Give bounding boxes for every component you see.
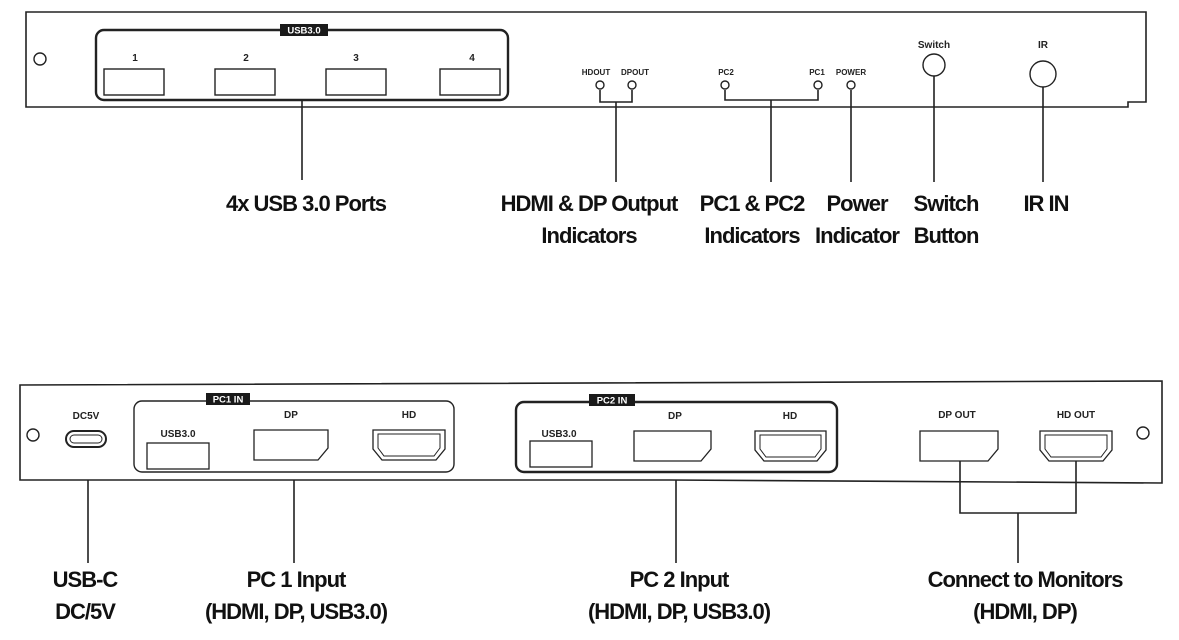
pc2-dp-port — [633, 430, 712, 462]
pc-indicators-callout: Indicators — [704, 223, 800, 248]
dpout-led-icon — [627, 80, 637, 90]
led-label-power: POWER — [836, 68, 866, 77]
ir-label: IR — [1038, 40, 1049, 51]
front-panel: USB3.0 1 2 3 4 HDOUT DPOUT PC2 PC1 POWER… — [25, 11, 1147, 108]
pc1-group-label: PC1 IN — [213, 395, 244, 406]
led-label-hdout: HDOUT — [582, 68, 611, 77]
mounting-hole-left-icon — [26, 428, 40, 442]
pc2-led-icon — [720, 80, 730, 90]
pc1-input-callout: PC 1 Input — [247, 567, 347, 592]
dc-label: DC5V — [73, 411, 100, 422]
led-label-pc1: PC1 — [809, 68, 825, 77]
led-label-pc2: PC2 — [718, 68, 734, 77]
hdout-led-icon — [595, 80, 605, 90]
usb-port-1 — [103, 68, 165, 96]
pc1-dp-label: DP — [284, 410, 298, 421]
usb-port-4 — [439, 68, 501, 96]
power-led-icon — [846, 80, 856, 90]
pc1-hd-label: HD — [402, 410, 416, 421]
front-leader-lines — [301, 76, 1044, 182]
usb-group-tag — [280, 24, 328, 36]
output-indicators-callout: Indicators — [541, 223, 637, 248]
mounting-hole-right-icon — [1136, 426, 1150, 440]
rear-leader-lines — [87, 461, 1077, 563]
pc1-usb-port — [146, 442, 210, 470]
pc1-dp-port — [253, 429, 329, 461]
front-callouts: 4x USB 3.0 Ports HDMI & DP Output Indica… — [226, 191, 1070, 248]
switch-label: Switch — [918, 40, 950, 51]
usb-port-number: 4 — [469, 53, 475, 64]
pc1-group-tag — [206, 393, 250, 405]
dp-out-port — [919, 430, 999, 462]
monitors-callout: (HDMI, DP) — [973, 599, 1077, 624]
power-indicator-callout: Power — [826, 191, 888, 216]
switch-button-callout: Switch — [914, 191, 979, 216]
pc1-hdmi-port — [372, 429, 446, 461]
usb-port-3 — [325, 68, 387, 96]
hd-out-port-inner — [1044, 434, 1108, 458]
usb-port-2 — [214, 68, 276, 96]
usb-c-power-port-inner — [69, 434, 103, 444]
ir-in-callout: IR IN — [1023, 191, 1068, 216]
pc2-group-label: PC2 IN — [597, 396, 628, 407]
pc2-hdmi-port-inner — [759, 434, 822, 458]
ir-receiver-icon — [1029, 60, 1057, 88]
pc1-input-callout: (HDMI, DP, USB3.0) — [205, 599, 388, 624]
pc2-dp-label: DP — [668, 411, 682, 422]
usb-c-callout: DC/5V — [55, 599, 116, 624]
rear-panel: DC5V PC1 IN USB3.0 DP HD PC2 IN USB3.0 D… — [19, 380, 1163, 484]
usb-port-number: 1 — [132, 53, 138, 64]
power-indicator-callout: Indicator — [815, 223, 900, 248]
switch-button-icon — [922, 53, 946, 77]
pc1-led-icon — [813, 80, 823, 90]
pc2-hdmi-port — [754, 430, 827, 462]
usb-group-label: USB3.0 — [287, 26, 320, 37]
output-indicators-callout: HDMI & DP Output — [501, 191, 679, 216]
pc2-group-tag — [589, 394, 635, 406]
usb-c-power-port — [65, 430, 107, 448]
usb-port-number: 2 — [243, 53, 249, 64]
pc2-usb-label: USB3.0 — [541, 429, 576, 440]
pc1-usb-label: USB3.0 — [160, 429, 195, 440]
pc1-hdmi-port-inner — [377, 433, 441, 457]
led-label-dpout: DPOUT — [621, 68, 649, 77]
dp-out-label: DP OUT — [938, 410, 976, 421]
usb-ports-callout: 4x USB 3.0 Ports — [226, 191, 387, 216]
pc2-hd-label: HD — [783, 411, 797, 422]
switch-button-callout: Button — [914, 223, 979, 248]
hd-out-label: HD OUT — [1057, 410, 1095, 421]
usb-c-callout: USB-C — [53, 567, 119, 592]
usb-port-number: 3 — [353, 53, 359, 64]
pc2-group-frame — [514, 400, 839, 474]
pc2-input-callout: PC 2 Input — [630, 567, 730, 592]
pc2-input-callout: (HDMI, DP, USB3.0) — [588, 599, 771, 624]
pc-indicators-callout: PC1 & PC2 — [700, 191, 805, 216]
hd-out-port — [1039, 430, 1113, 462]
monitors-callout: Connect to Monitors — [928, 567, 1124, 592]
rear-callouts: USB-C DC/5V PC 1 Input (HDMI, DP, USB3.0… — [53, 567, 1125, 624]
front-panel-body — [25, 11, 1147, 108]
pc2-usb-port — [529, 440, 593, 468]
mounting-hole-icon — [33, 52, 47, 66]
